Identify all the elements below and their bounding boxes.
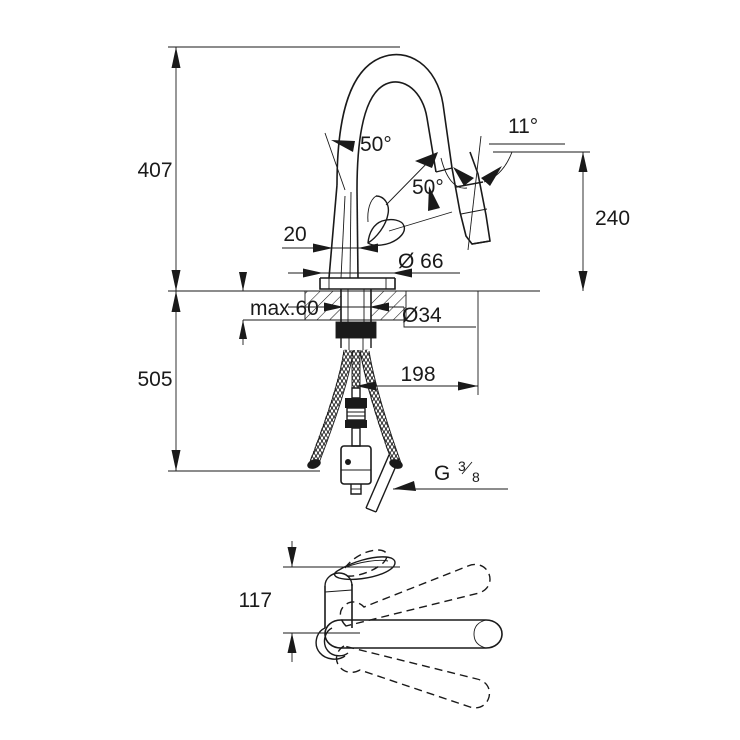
mounting-shank — [340, 289, 372, 322]
callout-g38-numerator: 3 — [458, 458, 466, 474]
arrow-20-left — [313, 243, 333, 253]
dimension-407-label: 407 — [137, 159, 172, 182]
arrow-d34-left — [324, 302, 344, 312]
arrow-50-right-upper — [415, 152, 438, 168]
arrow-max60-bottom — [239, 320, 247, 339]
arrow-407-bottom — [171, 270, 181, 291]
hose-left-end — [307, 459, 321, 469]
dimension-20-label: 20 — [283, 223, 306, 246]
dimension-max60: max.60 — [239, 272, 319, 345]
arrow-117-top — [287, 547, 297, 567]
arrow-d34-right — [369, 302, 389, 312]
dimension-240: 240 — [493, 151, 630, 291]
arrow-198-right — [458, 381, 478, 391]
handle-swivel-dashed — [344, 549, 388, 577]
arrow-240-bottom — [578, 271, 588, 291]
dimension-505: 505 — [137, 291, 181, 471]
spout-tube-side — [324, 619, 503, 649]
connector-lower — [345, 420, 367, 428]
arrow-505-bottom — [171, 450, 181, 471]
callout-g38: G 3 8 — [393, 458, 508, 491]
angle-50-right-label: 50° — [412, 176, 444, 199]
dimension-117-label: 117 — [239, 589, 272, 612]
counterweight-screw — [345, 459, 351, 465]
side-elevation-view: 117 — [239, 541, 503, 709]
arrow-407-top — [171, 47, 181, 68]
spout-swivel-upper-dashed — [339, 563, 491, 627]
dimension-198-label: 198 — [400, 363, 435, 386]
dimension-505-label: 505 — [137, 368, 172, 391]
hose-right — [359, 349, 401, 464]
fixing-nut — [335, 321, 377, 350]
arrow-50-right-lower — [428, 186, 440, 211]
arrow-505-top — [171, 291, 181, 312]
arrow-20-right — [358, 243, 378, 253]
faucet-column — [328, 184, 359, 279]
callout-g38-denominator: 8 — [472, 469, 480, 485]
arrow-g38 — [393, 481, 416, 491]
arrow-d66-left — [303, 268, 323, 278]
spout-swivel-lower-dashed — [335, 645, 491, 709]
dimension-d34: Ø34 — [288, 302, 476, 328]
base-flange — [319, 277, 396, 290]
hose-left — [309, 349, 353, 464]
angle-11-label: 11° — [508, 115, 538, 138]
arrow-max60-top — [239, 272, 247, 291]
arrow-50-left — [331, 140, 355, 152]
arrow-117-bottom — [287, 633, 297, 653]
dimension-198: 198 — [356, 291, 479, 395]
callout-g38-letter: G — [434, 462, 450, 485]
counterweight-body — [340, 445, 372, 485]
counterweight-assembly — [340, 387, 372, 495]
fixing-nut-knurl — [338, 324, 374, 336]
arrow-11-right — [481, 166, 502, 186]
pivot-collar — [315, 627, 349, 660]
spray-head — [435, 151, 491, 245]
countertop-section — [304, 290, 407, 321]
dimension-max60-label: max.60 — [250, 297, 319, 320]
connector-mid — [346, 407, 366, 421]
dimension-d66-label: Ø 66 — [398, 250, 444, 273]
lever-handle — [367, 195, 406, 246]
dimension-117: 117 — [239, 541, 297, 662]
dimension-240-label: 240 — [595, 207, 630, 230]
angle-50-left-label: 50° — [360, 133, 392, 156]
dimension-d34-label: Ø34 — [402, 304, 442, 327]
spout-gooseneck — [336, 53, 453, 191]
arrow-198-left — [356, 381, 376, 391]
dimension-20: 20 — [282, 223, 378, 253]
arrow-240-top — [578, 152, 588, 172]
g38-connection-hose — [365, 454, 400, 513]
front-elevation-view — [304, 53, 491, 513]
angle-11: 11° — [440, 115, 565, 251]
hose-right-end — [389, 459, 403, 469]
angle-50-left: 50° — [324, 132, 392, 191]
arrow-11-left — [453, 167, 474, 186]
angle-50-right: 50° — [385, 152, 453, 232]
dimension-d66: Ø 66 — [288, 250, 460, 278]
arrow-d66-right — [392, 268, 412, 278]
supply-hoses — [307, 349, 403, 469]
connector-upper — [345, 398, 367, 408]
dimension-annotations-front: 407 505 max.60 — [137, 46, 630, 491]
dimension-407: 407 — [137, 47, 181, 291]
